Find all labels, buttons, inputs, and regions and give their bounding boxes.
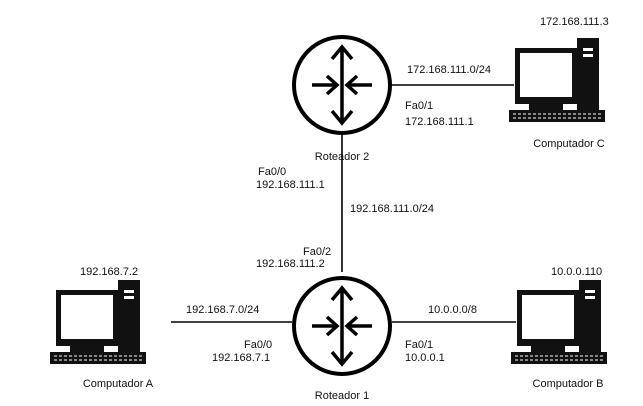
link-r1-a-network: 192.168.7.0/24 xyxy=(186,304,259,316)
router-icon xyxy=(292,276,392,376)
router-2[interactable]: Roteador 2 xyxy=(292,35,392,163)
computer-icon xyxy=(49,279,147,365)
computer-icon xyxy=(510,279,608,365)
r2-fa00-interface: Fa0/0 xyxy=(258,166,286,178)
r1-fa00-interface: Fa0/0 xyxy=(244,339,272,351)
r1-fa00-ip: 192.168.7.1 xyxy=(212,352,270,364)
r1-fa01-interface: Fa0/1 xyxy=(405,339,433,351)
computer-a[interactable]: 192.168.7.2 Computador A xyxy=(49,266,154,390)
r1-fa01-ip: 10.0.0.1 xyxy=(405,352,445,364)
computer-b-label: Computador B xyxy=(533,378,604,390)
link-r1-b-network: 10.0.0.0/8 xyxy=(428,304,477,316)
computer-c[interactable]: 172.168.111.3 Computador C xyxy=(508,16,609,150)
computer-icon xyxy=(508,37,606,123)
computer-a-label: Computador A xyxy=(83,378,154,390)
router-2-label: Roteador 2 xyxy=(315,151,369,163)
r1-fa02-ip: 192.168.111.2 xyxy=(256,258,325,270)
computer-c-ip: 172.168.111.3 xyxy=(540,16,609,28)
router-1[interactable]: Roteador 1 xyxy=(292,276,392,402)
computer-b[interactable]: 10.0.0.110 Computador B xyxy=(510,266,608,390)
r1-fa02-interface: Fa0/2 xyxy=(303,246,331,258)
link-r2-c-network: 172.168.111.0/24 xyxy=(407,64,491,76)
r2-fa01-interface: Fa0/1 xyxy=(405,100,433,112)
router-icon xyxy=(292,35,392,135)
computer-a-ip: 192.168.7.2 xyxy=(80,266,138,278)
r2-fa00-ip: 192.168.111.1 xyxy=(256,179,325,191)
router-1-label: Roteador 1 xyxy=(315,390,369,402)
link-r1-r2-network: 192.168.111.0/24 xyxy=(350,203,434,215)
computer-b-ip: 10.0.0.110 xyxy=(551,266,602,278)
computer-c-label: Computador C xyxy=(533,138,605,150)
r2-fa01-ip: 172.168.111.1 xyxy=(405,116,474,128)
